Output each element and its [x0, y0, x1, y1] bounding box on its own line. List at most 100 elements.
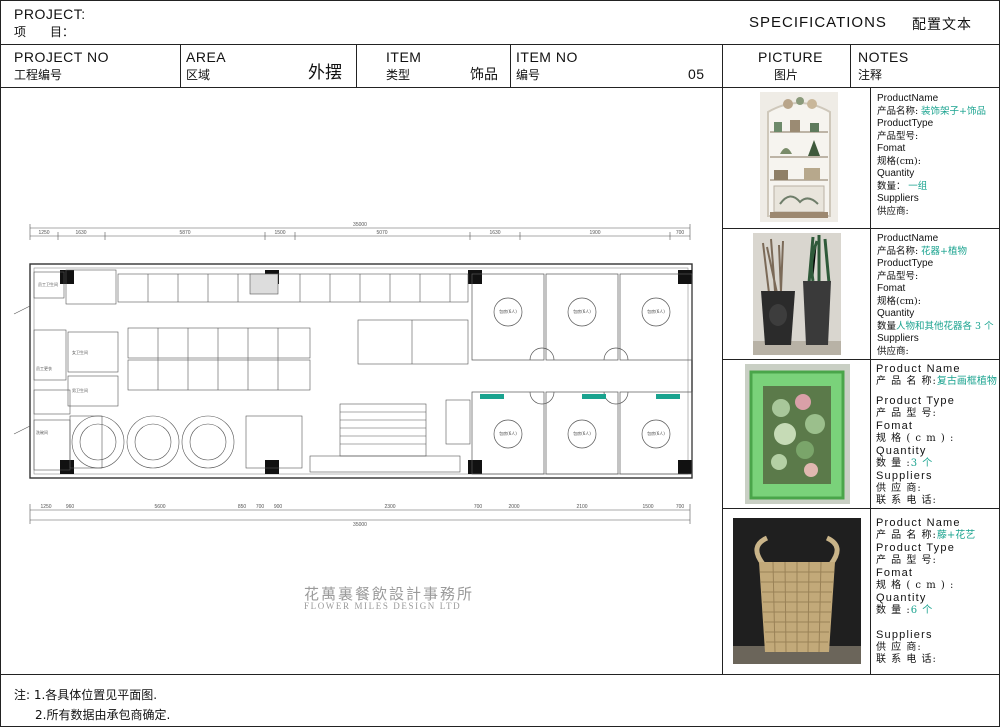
- rattan-basket-picture: [733, 518, 861, 664]
- vases-picture: [753, 233, 841, 355]
- product-3-name-label: Product Name: [876, 363, 961, 375]
- column-divider-notes: [870, 87, 871, 674]
- plan-room-label-4: 包房(6人): [499, 430, 517, 436]
- product-4-format-label: Fomat: [876, 567, 914, 579]
- product-image-vases: [753, 233, 841, 355]
- product-4-sup-label-cn: 供 应 商:: [876, 641, 922, 653]
- product-1-type-label-cn: 产品型号:: [877, 130, 919, 142]
- plan-bottom-dim-4: 850: [238, 504, 247, 510]
- product-1-format-label-cn: 规格(cm):: [877, 155, 921, 167]
- field-divider-1: [180, 44, 181, 87]
- product-1-sup-label: Suppliers: [877, 193, 919, 204]
- plan-label-female-toilet: 女卫生间: [72, 349, 88, 355]
- product-image-decor-shelf: [760, 92, 838, 222]
- plan-top-dim-5: 5070: [376, 230, 387, 236]
- product-2-notes: ProductName 产品名称: 花器+植物 ProductType 产品型号…: [877, 233, 994, 358]
- item-label-cn: 类型: [386, 68, 411, 82]
- item-value: 饰品: [470, 67, 498, 83]
- product-2-name-label: ProductName: [877, 233, 939, 244]
- plan-label-male-toilet: 男卫生间: [72, 387, 88, 393]
- footer-note-1: 注: 1.各具体位置见平面图.: [14, 688, 158, 702]
- area-label: AREA: [186, 49, 227, 65]
- item-label: ITEM: [386, 49, 422, 65]
- plan-label-staff-locker: 员工更衣: [36, 365, 52, 371]
- product-3-type-label-cn: 产 品 型 号:: [876, 407, 937, 419]
- footer-divider: [0, 674, 1000, 675]
- product-3-sup-label: Suppliers: [876, 470, 933, 482]
- specifications-title: SPECIFICATIONS: [749, 14, 887, 31]
- plan-label-staff-toilet: 员工卫生间: [38, 281, 58, 287]
- product-1-notes: ProductName 产品名称: 装饰架子+饰品 ProductType 产品…: [877, 93, 986, 218]
- product-1-sup-label-cn: 供应商:: [877, 205, 909, 217]
- plan-bottom-dim-10: 2100: [576, 504, 587, 510]
- product-1-name-value: 装饰架子+饰品: [920, 105, 986, 117]
- product-3-type-label: Product Type: [876, 395, 956, 407]
- project-no-label-cn: 工程编号: [14, 68, 63, 82]
- frame-planter-picture: [745, 364, 850, 504]
- plan-top-dim-7: 1900: [589, 230, 600, 236]
- item-no-value: 05: [688, 66, 705, 82]
- product-4-name-value: 藤+花艺: [936, 529, 976, 541]
- plan-top-dim-8: 700: [676, 230, 685, 236]
- product-4-qty-label-cn: 数 量 :: [876, 604, 911, 616]
- specifications-title-cn: 配置文本: [912, 17, 972, 33]
- product-3-qty-value: 3 个: [910, 457, 934, 469]
- plan-top-dim-3: 5870: [179, 230, 190, 236]
- product-1-type-label: ProductType: [877, 118, 934, 129]
- product-3-name-label-cn: 产 品 名 称:: [876, 375, 937, 387]
- picture-label: PICTURE: [758, 49, 823, 65]
- area-value: 外摆: [308, 63, 342, 83]
- plan-top-total: 35000: [353, 222, 367, 228]
- product-3-phone-label-cn: 联 系 电 话:: [876, 495, 937, 506]
- product-image-frame-planter: [745, 364, 850, 504]
- product-2-sup-label: Suppliers: [877, 333, 919, 344]
- plan-bottom-dim-8: 700: [474, 504, 483, 510]
- product-2-name-value: 花器+植物: [920, 245, 967, 257]
- product-row-divider-3: [722, 508, 1000, 509]
- product-4-phone-label-cn: 联 系 电 话:: [876, 654, 937, 665]
- product-4-name-label-cn: 产 品 名 称:: [876, 529, 937, 541]
- product-4-qty-label: Quantity: [876, 592, 927, 604]
- field-divider-3: [510, 44, 511, 87]
- product-3-qty-label: Quantity: [876, 445, 927, 457]
- product-row-divider-1: [722, 228, 1000, 229]
- product-1-qty-label-cn: 数量：: [877, 180, 906, 192]
- plan-bottom-dim-12: 700: [676, 504, 685, 510]
- product-2-qty-value: 人物和其他花器各 3 个: [896, 320, 994, 332]
- design-firm-logo-cn: 花萬裏餐飲設計事務所: [304, 585, 475, 603]
- item-no-label: ITEM NO: [516, 49, 578, 65]
- design-firm-logo-en: FLOWER MILES DESIGN LTD: [304, 601, 462, 611]
- product-2-sup-label-cn: 供应商:: [877, 345, 909, 357]
- plan-bottom-dim-9: 2000: [508, 504, 519, 510]
- product-3-notes: Product Name 产 品 名 称:复古画框植物 Product Type…: [876, 363, 997, 508]
- plan-bottom-dim-7: 2300: [384, 504, 395, 510]
- header-divider: [0, 44, 1000, 45]
- product-row-divider-2: [722, 359, 1000, 360]
- picture-label-cn: 图片: [774, 68, 799, 82]
- notes-label: NOTES: [858, 49, 909, 65]
- plan-top-dim-2: 1630: [75, 230, 86, 236]
- product-3-qty-label-cn: 数 量 :: [876, 457, 911, 469]
- product-2-qty-label: Quantity: [877, 308, 915, 319]
- plan-bottom-total: 35000: [353, 522, 367, 528]
- project-label: PROJECT:: [14, 6, 86, 22]
- product-4-format-label-cn: 规 格 ( c m ) :: [876, 579, 955, 591]
- field-divider-notes: [850, 44, 851, 87]
- product-2-name-label-cn: 产品名称:: [877, 245, 919, 257]
- notes-label-cn: 注释: [858, 68, 883, 82]
- footer-note-2: 2.所有数据由承包商确定.: [35, 708, 171, 722]
- product-1-qty-value: 一组: [908, 180, 928, 192]
- product-2-format-label-cn: 规格(cm):: [877, 295, 921, 307]
- product-4-type-label-cn: 产 品 型 号:: [876, 554, 937, 566]
- floor-plan-drawing: 35000 1250 1630 5870 1500 5070 1630 1900…: [13, 222, 693, 528]
- product-3-format-label-cn: 规 格 ( c m ) :: [876, 432, 955, 444]
- product-3-name-value: 复古画框植物: [936, 375, 997, 387]
- field-divider-2: [356, 44, 357, 87]
- decor-shelf-picture: [760, 92, 838, 222]
- plan-top-dim-1: 1250: [38, 230, 49, 236]
- product-4-sup-label: Suppliers: [876, 629, 933, 641]
- product-3-sup-label-cn: 供 应 商:: [876, 482, 922, 494]
- plan-room-label-3: 包房(6人): [647, 308, 665, 314]
- plan-bottom-dim-5: 700: [256, 504, 265, 510]
- product-3-format-label: Fomat: [876, 420, 914, 432]
